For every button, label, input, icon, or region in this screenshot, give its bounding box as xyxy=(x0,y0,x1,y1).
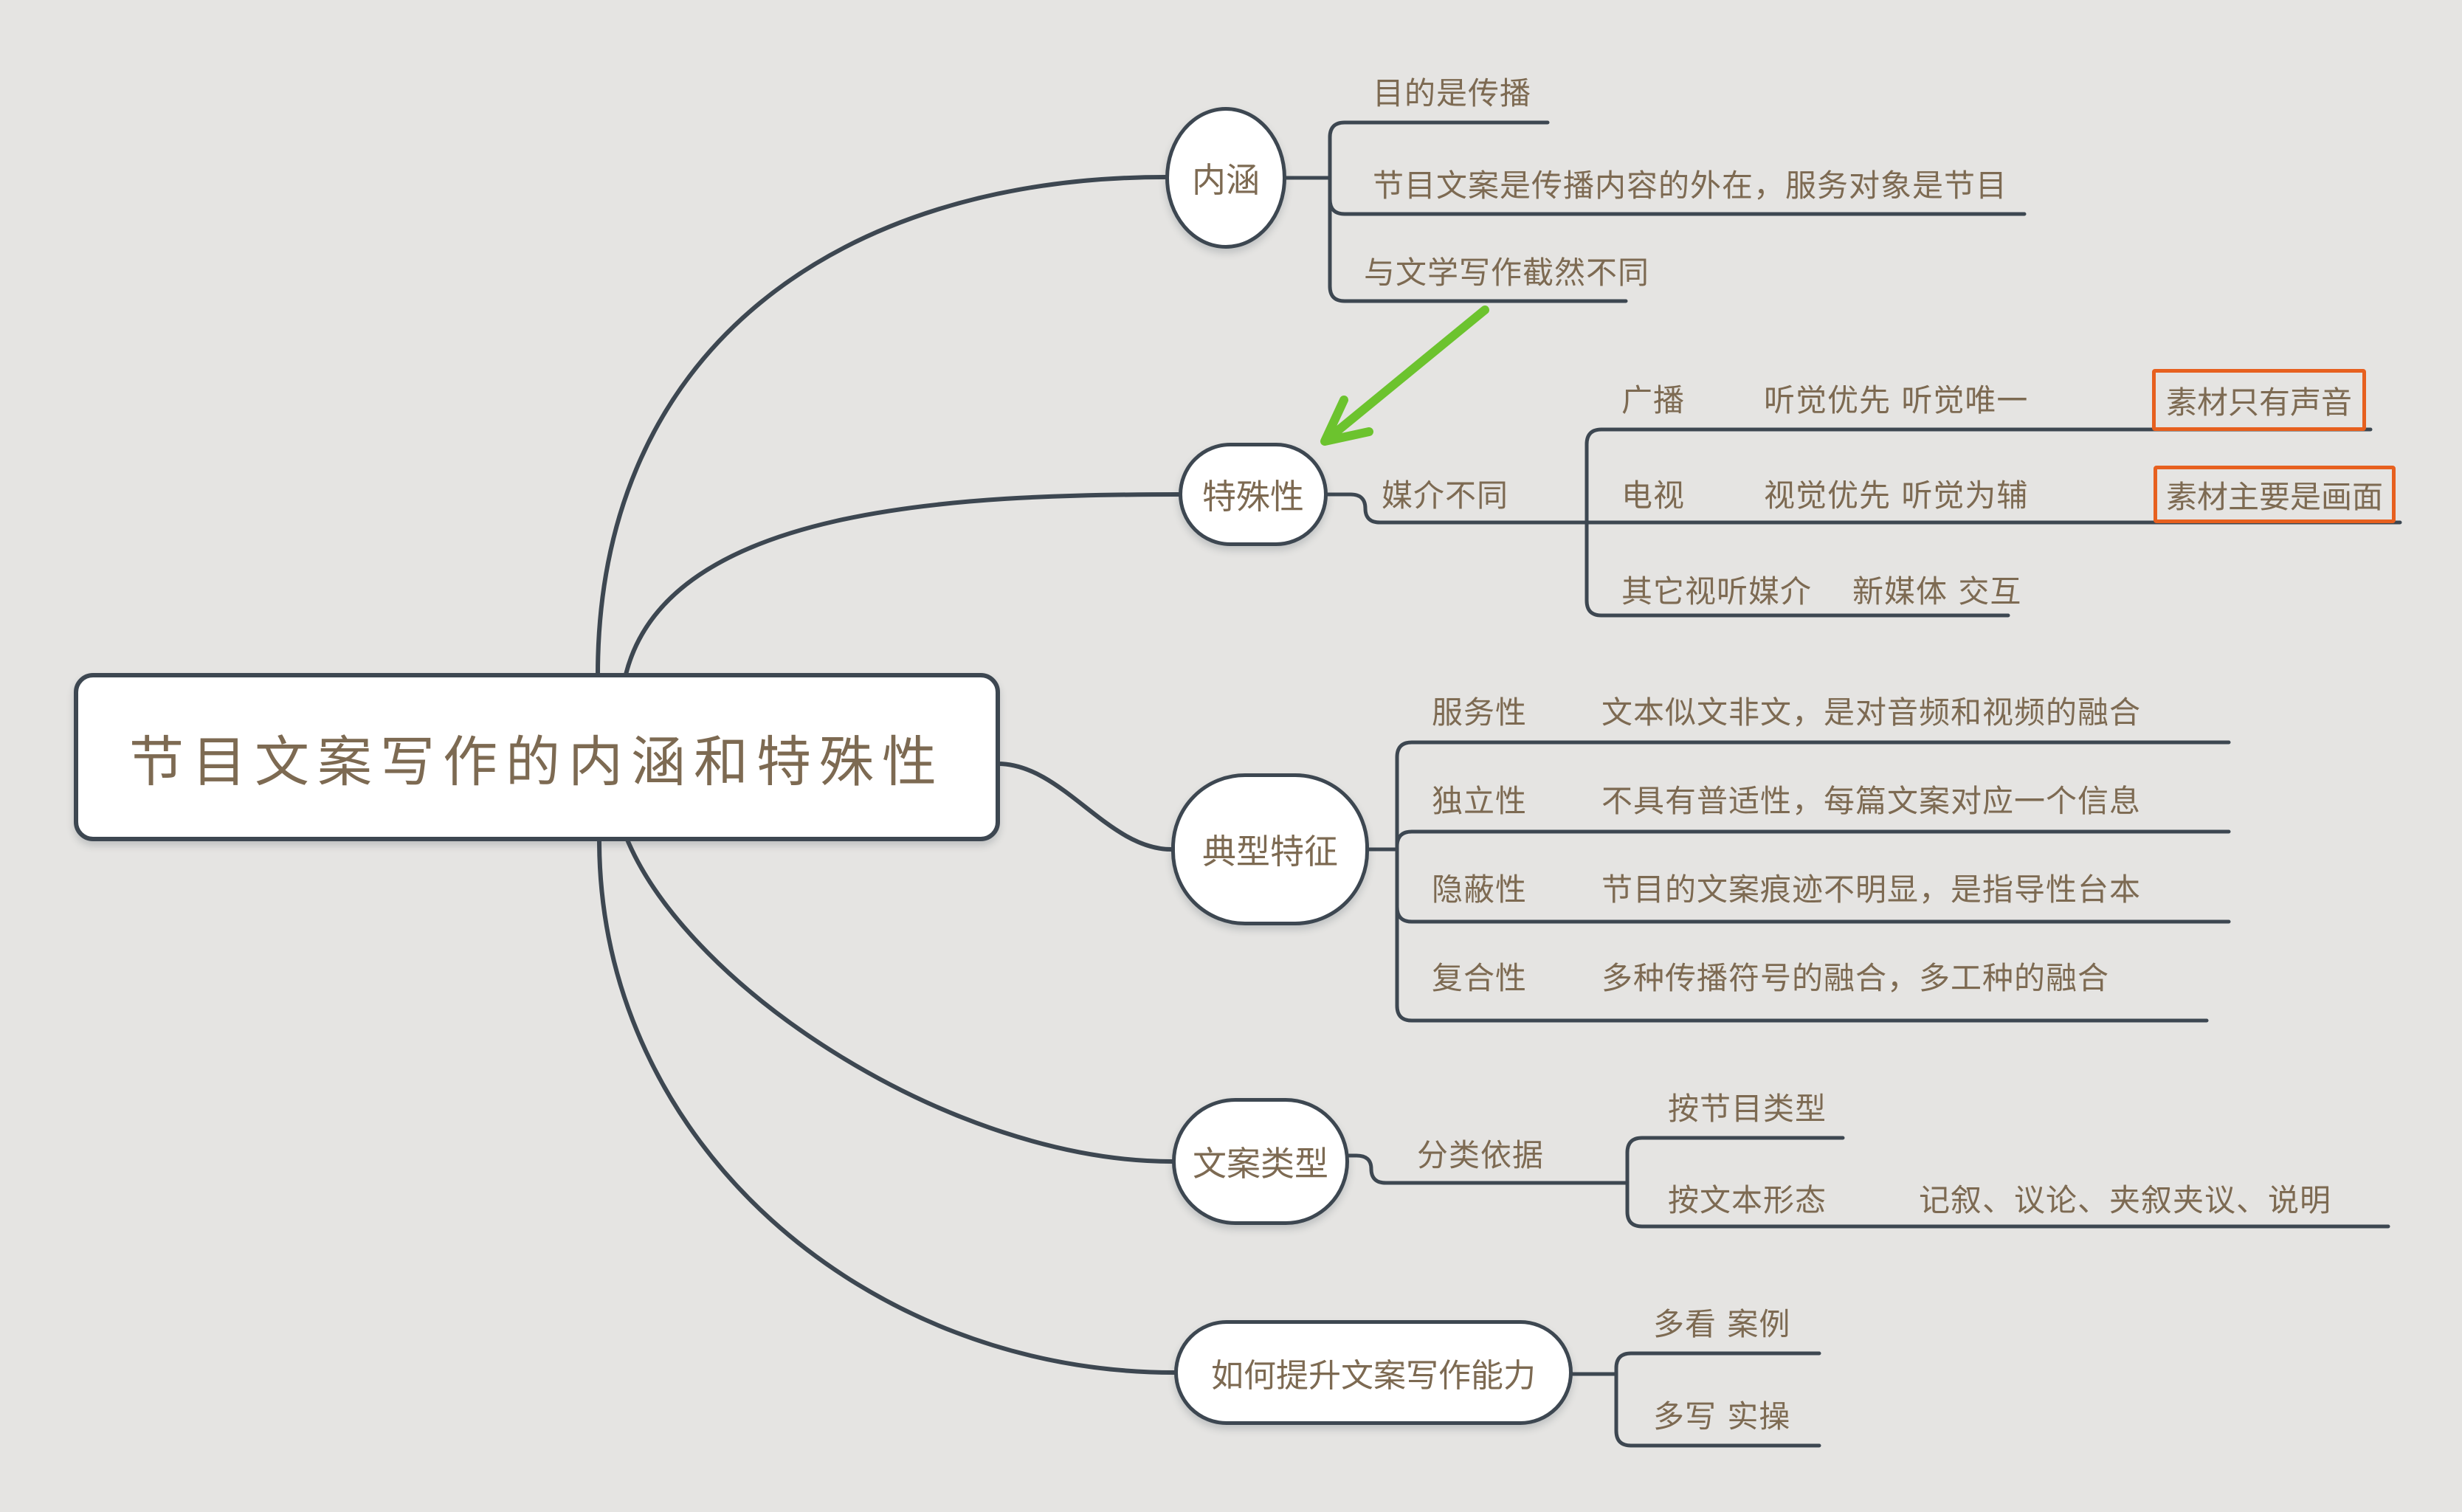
branch-topic-copy-types[interactable]: 文案类型 xyxy=(1172,1098,1349,1225)
subtopic-concealment-detail[interactable]: 节目的文案痕迹不明显，是指导性台本 xyxy=(1601,871,2142,908)
curve-connotation xyxy=(596,175,1168,677)
subtopic-watch-cases[interactable]: 多看 案例 xyxy=(1653,1306,1791,1342)
subtopic-radio-detail[interactable]: 听觉优先 听觉唯一 xyxy=(1764,382,2029,418)
subtopic-independence[interactable]: 独立性 xyxy=(1432,783,1528,819)
curve-improve xyxy=(597,838,1176,1375)
improve-underline-1 xyxy=(1614,1351,1821,1376)
copy-types-underline-2 xyxy=(1625,1181,2390,1229)
features-underline-1 xyxy=(1395,740,2231,852)
subtopic-independence-detail[interactable]: 不具有普适性，每篇文案对应一个信息 xyxy=(1601,783,2142,819)
subtopic-service-detail[interactable]: 文本似文非文，是对音频和视频的融合 xyxy=(1601,694,2142,731)
subtopic-by-text-form[interactable]: 按文本形态 xyxy=(1668,1182,1827,1218)
subtopic-concealment[interactable]: 隐蔽性 xyxy=(1432,871,1528,908)
particularity-elbow xyxy=(1325,492,2402,525)
copy-types-underline-1 xyxy=(1625,1136,1845,1185)
subtopic-compound[interactable]: 复合性 xyxy=(1432,960,1528,996)
particularity-underline-radio xyxy=(1585,427,2373,525)
subtopic-media-differ[interactable]: 媒介不同 xyxy=(1382,477,1509,514)
callout-mainly-picture[interactable]: 素材主要是画面 xyxy=(2154,466,2396,523)
subtopic-service[interactable]: 服务性 xyxy=(1432,694,1528,731)
connotation-underline-1 xyxy=(1328,120,1550,180)
features-underline-4 xyxy=(1395,847,2209,1023)
central-topic[interactable]: 节目文案写作的内涵和特殊性 xyxy=(74,673,1000,841)
relationship-arrow-head xyxy=(1320,396,1373,446)
subtopic-by-program-type[interactable]: 按节目类型 xyxy=(1668,1091,1827,1127)
relationship-arrow-shaft xyxy=(1324,305,1489,443)
subtopic-differs-from-literary[interactable]: 与文学写作截然不同 xyxy=(1364,255,1650,291)
copy-types-elbow xyxy=(1347,1153,1630,1185)
subtopic-purpose[interactable]: 目的是传播 xyxy=(1373,75,1532,111)
curve-features xyxy=(996,762,1173,852)
callout-audio-only[interactable]: 素材只有声音 xyxy=(2152,369,2366,431)
particularity-underline-other xyxy=(1585,520,2010,618)
subtopic-compound-detail[interactable]: 多种传播符号的融合，多工种的融合 xyxy=(1601,960,2110,996)
branch-topic-connotation[interactable]: 内涵 xyxy=(1165,107,1286,249)
branch-topic-particularity[interactable]: 特殊性 xyxy=(1179,443,1328,546)
subtopic-copy-is-outer[interactable]: 节目文案是传播内容的外在，服务对象是节目 xyxy=(1373,168,2008,204)
subtopic-other-av-media[interactable]: 其它视听媒介 xyxy=(1621,573,1813,610)
connotation-underline-3 xyxy=(1328,176,1628,303)
features-underline-2 xyxy=(1395,829,2231,852)
branch-topic-features[interactable]: 典型特征 xyxy=(1171,773,1369,925)
branch-topic-improve[interactable]: 如何提升文案写作能力 xyxy=(1174,1320,1573,1425)
curve-copy-types xyxy=(625,838,1174,1164)
subtopic-write-practice[interactable]: 多写 实操 xyxy=(1653,1398,1791,1435)
subtopic-by-text-form-detail[interactable]: 记叙、议论、夹叙夹议、说明 xyxy=(1919,1182,2332,1218)
subtopic-other-av-media-detail[interactable]: 新媒体 交互 xyxy=(1852,573,2022,610)
subtopic-tv-detail[interactable]: 视觉优先 听觉为辅 xyxy=(1764,477,2029,514)
subtopic-classify-basis[interactable]: 分类依据 xyxy=(1417,1137,1545,1173)
improve-underline-2 xyxy=(1614,1372,1821,1448)
subtopic-tv[interactable]: 电视 xyxy=(1621,477,1686,514)
subtopic-radio[interactable]: 广播 xyxy=(1621,382,1686,418)
curve-particularity xyxy=(624,492,1181,677)
